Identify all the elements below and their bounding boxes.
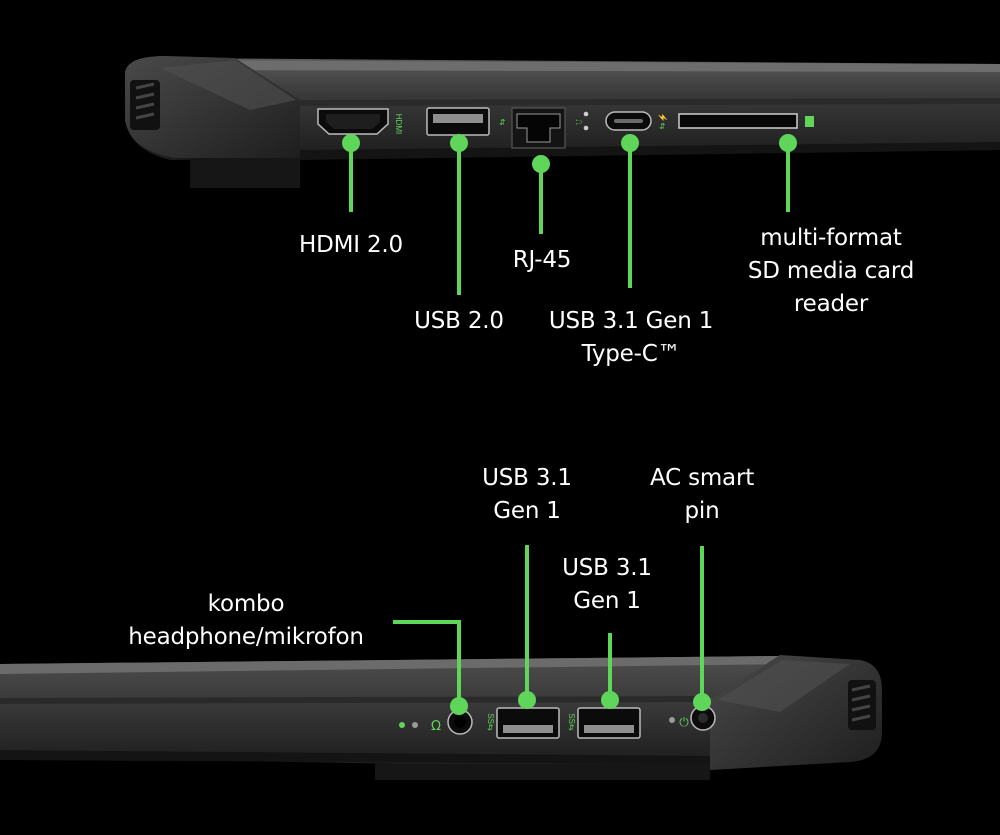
label-audio: kombo headphone/mikrofon [110,588,382,654]
rj45-port: ⎍ [511,107,589,149]
label-usbc-line2: Type-C™ [581,341,681,367]
usb-c-icon: ⚡⇆ [658,113,668,130]
ac-power-jack [690,705,716,731]
label-sd-line1: multi-format [760,225,902,251]
label-ac-pin-line1: AC smart [649,465,755,491]
headphone-icon: Ω [431,719,441,734]
label-usb31-b-line1: USB 3.1 [562,555,652,581]
label-rj45-text: RJ-45 [512,247,572,273]
laptop-left-side: HDMI ⇆ ⎍ ⚡⇆ [125,56,1000,188]
label-usb2-text: USB 2.0 [414,308,504,334]
label-sd-line3: reader [793,291,869,317]
label-ac-pin-line2: pin [684,498,720,524]
usb-c-port: ⚡⇆ [605,111,668,131]
label-usb31-b-line2: Gen 1 [573,588,641,614]
label-usb31-a: USB 3.1 Gen 1 [470,462,584,528]
ethernet-icon: ⎍ [574,119,583,125]
laptop-right-side: Ω SS⇆ SS⇆ ⏻ [0,655,882,780]
label-hdmi-text: HDMI 2.0 [299,232,403,258]
label-usb31-a-line1: USB 3.1 [482,465,572,491]
label-hdmi: HDMI 2.0 [290,229,412,262]
label-audio-line1: kombo [207,591,285,617]
sd-card-icon [805,116,814,127]
label-ac-pin: AC smart pin [630,462,774,528]
usb-icon: ⇆ [498,119,507,126]
callout-lines-top [342,134,797,295]
svg-text:SS⇆: SS⇆ [567,713,576,731]
label-usb2: USB 2.0 [402,305,516,338]
label-sd: multi-format SD media card reader [730,222,932,321]
svg-text:SS⇆: SS⇆ [486,713,495,731]
label-usbc-line1: USB 3.1 Gen 1 [548,308,714,334]
label-audio-line2: headphone/mikrofon [128,624,364,650]
usb-2-port: ⇆ [426,107,507,136]
label-sd-line2: SD media card [747,258,915,284]
usb-31-port-a: SS⇆ [486,707,560,739]
sd-card-slot [678,113,814,129]
label-usb31-a-line2: Gen 1 [493,498,561,524]
label-usbc: USB 3.1 Gen 1 Type-C™ [540,305,722,371]
usb-31-port-b: SS⇆ [567,707,641,739]
power-plug-icon: ⏻ [679,715,689,729]
label-rj45: RJ-45 [498,244,586,277]
callout-lines-bottom [393,545,711,715]
hdmi-icon: HDMI [394,114,403,134]
hdmi-port: HDMI [317,108,403,135]
label-usb31-b: USB 3.1 Gen 1 [550,552,664,618]
